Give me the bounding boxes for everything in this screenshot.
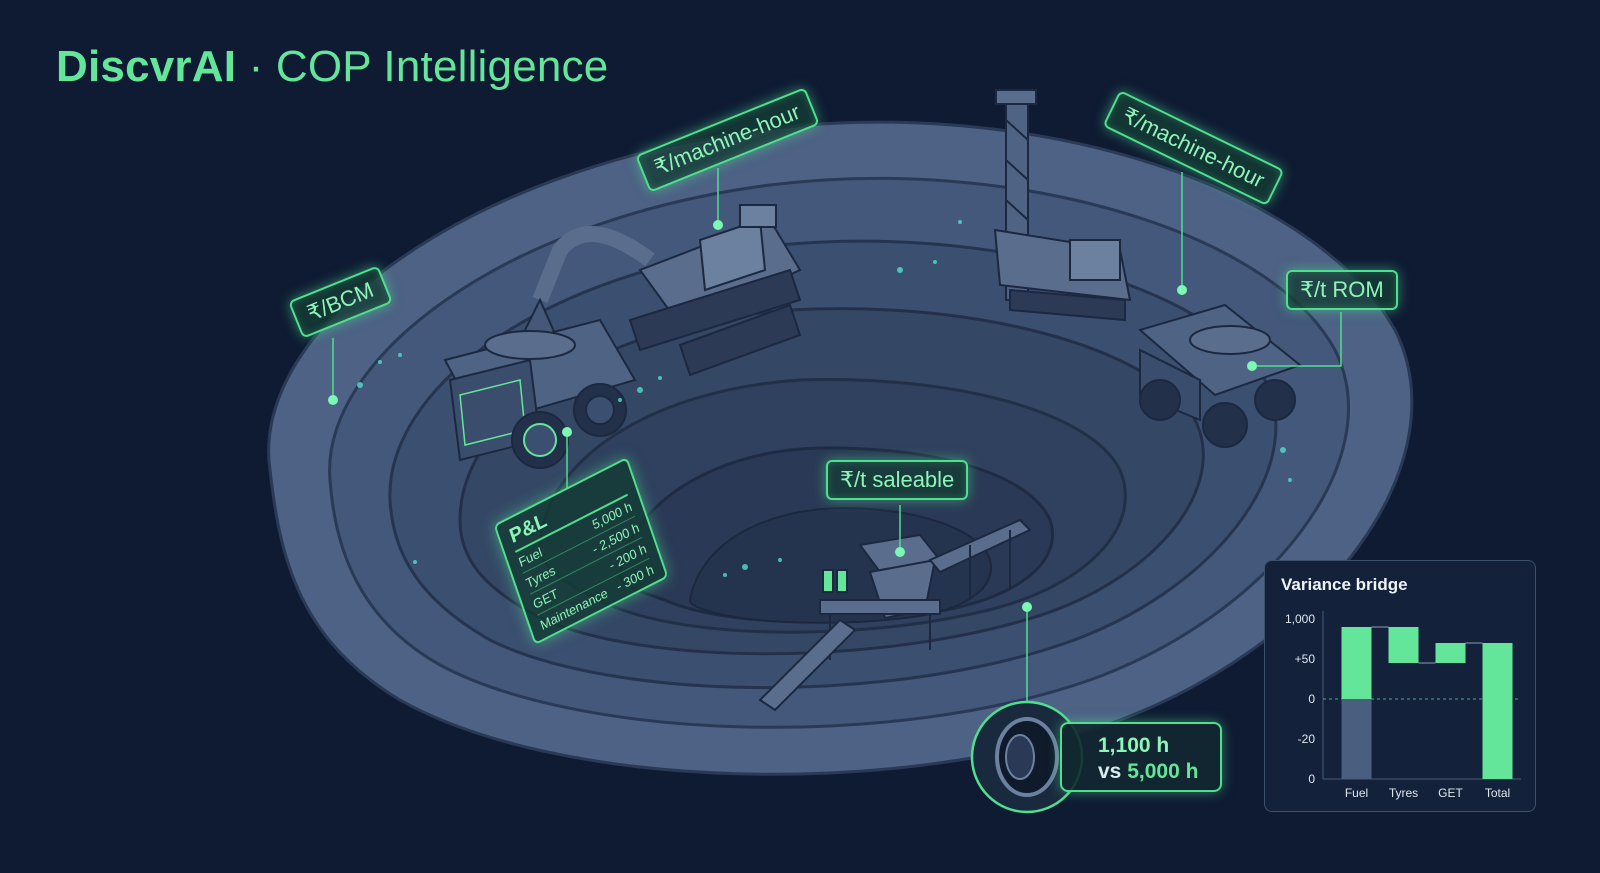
tyre-life-actual: 1,100 h — [1098, 734, 1170, 757]
data-particles — [357, 220, 1292, 577]
drill-rig-icon — [993, 89, 1132, 322]
tyre-icon — [970, 700, 1084, 814]
y-tick-label: +50 — [1295, 652, 1316, 666]
variance-bridge-title: Variance bridge — [1281, 575, 1408, 594]
haul-truck-icon — [443, 318, 637, 469]
bar-total — [1482, 643, 1513, 779]
pit-terraces — [267, 120, 1414, 776]
bar-fuel-negative — [1341, 699, 1372, 779]
x-tick-label: Tyres — [1389, 786, 1418, 800]
bar-tyres — [1388, 627, 1419, 663]
bar-get — [1435, 643, 1466, 663]
glow-nodes — [328, 220, 1257, 612]
page-title: DiscvrAI · COP Intelligence — [56, 42, 609, 91]
tyre-life-card: 1,100 h vs 5,000 h — [1060, 722, 1222, 792]
x-tick-label: Total — [1485, 786, 1510, 800]
bar-fuel — [1341, 627, 1372, 699]
haul-truck-right-icon — [1137, 303, 1303, 448]
tyre-life-target: vs 5,000 h — [1098, 760, 1199, 783]
crusher-icon — [758, 518, 1032, 712]
x-tick-label: GET — [1438, 786, 1463, 800]
y-tick-label: -20 — [1298, 732, 1316, 746]
tag-saleable: ₹/t saleable — [826, 460, 969, 500]
connector-lines — [332, 168, 1342, 702]
tag-rom: ₹/t ROM — [1286, 270, 1398, 310]
y-tick-label: 1,000 — [1285, 612, 1315, 626]
x-tick-label: Fuel — [1345, 786, 1368, 800]
y-tick-label: 0 — [1308, 692, 1315, 706]
excavator-icon — [518, 204, 802, 377]
y-tick-label: 0 — [1308, 772, 1315, 786]
